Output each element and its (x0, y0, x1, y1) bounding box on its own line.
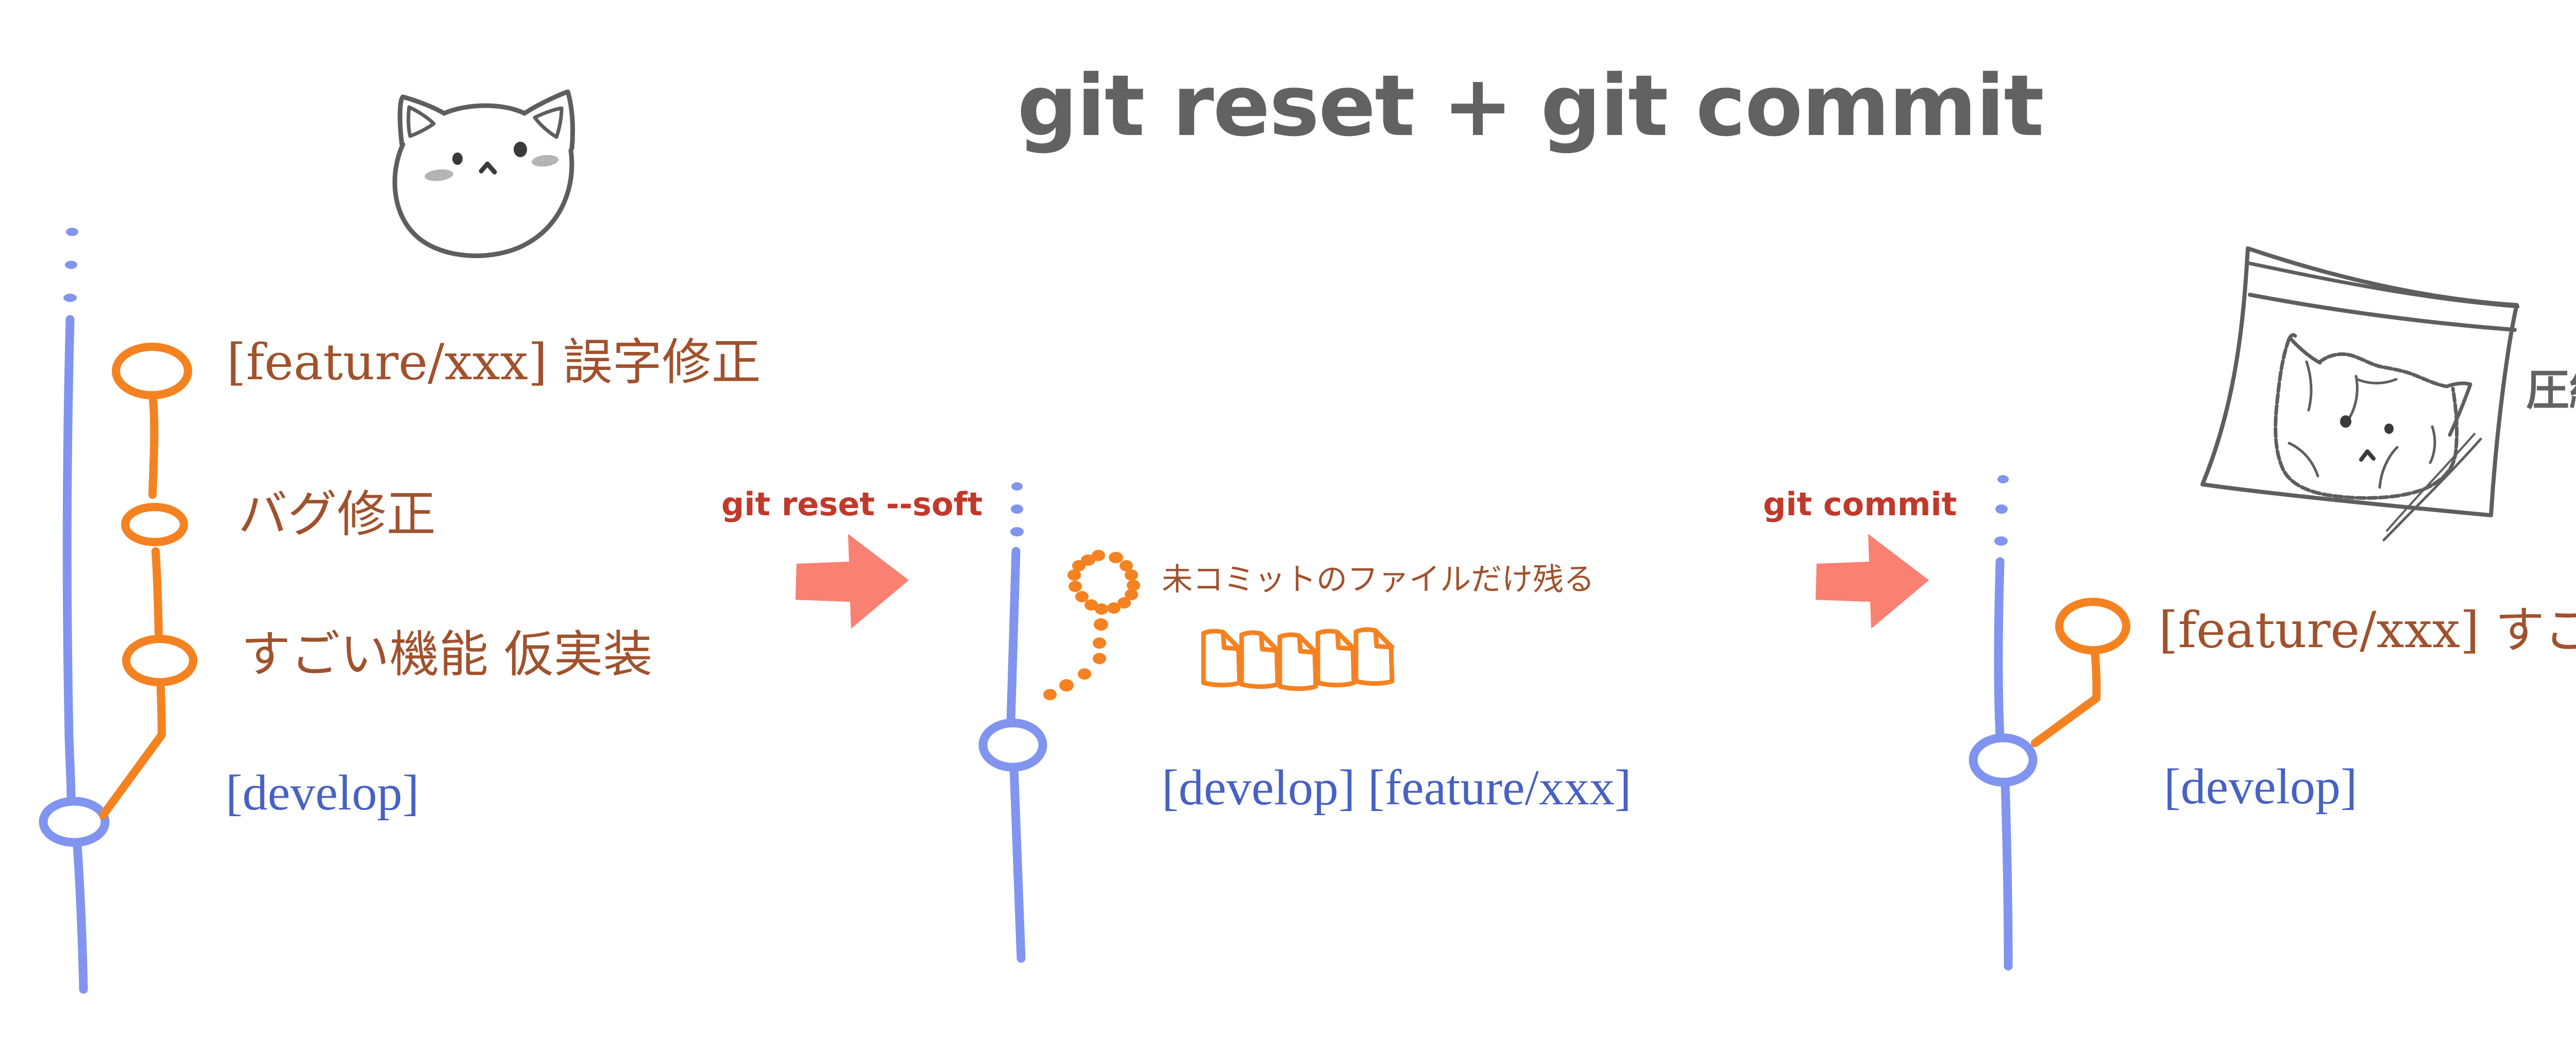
cat-face-icon (355, 41, 592, 258)
arrow-right-icon-commit (1814, 530, 1932, 633)
page-title: git reset + git commit (1017, 57, 2044, 155)
commit-node-typo-fix (112, 343, 192, 399)
command-label-git-reset-soft: git reset --soft (721, 485, 983, 523)
commit-node-develop-middle (978, 718, 1047, 772)
commit-message-feature-final: [feature/xxx] すごい機能 (2159, 601, 2576, 659)
commit-node-feature-final (2055, 598, 2130, 654)
file-icon (1315, 629, 1357, 687)
command-label-git-commit: git commit (1763, 485, 1957, 523)
commit-message-feature-wip: すごい機能 仮実装 (241, 626, 653, 683)
file-icon (1353, 627, 1395, 686)
branch-label-develop-feature-middle: [develop] [feature/xxx] (1162, 760, 1632, 816)
commit-node-develop (39, 797, 110, 847)
right-panel-graph (1969, 475, 2184, 974)
branch-label-develop-left: [develop] (226, 765, 419, 821)
commit-message-typo-fix: [feature/xxx] 誤字修正 (227, 333, 761, 391)
uncommitted-file-list (1200, 626, 1510, 691)
left-panel-graph (31, 222, 247, 994)
ghost-commit-icon (1043, 550, 1140, 700)
branch-label-develop-right: [develop] (2164, 759, 2358, 815)
middle-panel-graph (978, 479, 1200, 974)
commit-message-bug-fix: バグ修正 (238, 485, 436, 543)
arrow-right-icon-reset (793, 530, 912, 633)
commit-node-develop-right (1969, 733, 2038, 787)
note-uncommitted-files: 未コミットのファイルだけ残る (1162, 562, 1595, 598)
file-icon (1277, 632, 1318, 691)
vacuum-sealed-cat-icon (2192, 227, 2553, 542)
file-icon (1201, 629, 1242, 687)
commit-node-bug-fix (121, 503, 188, 546)
file-icon (1239, 630, 1280, 689)
compress-label: 圧縮 (2526, 365, 2576, 415)
commit-node-feature-wip (122, 635, 197, 686)
